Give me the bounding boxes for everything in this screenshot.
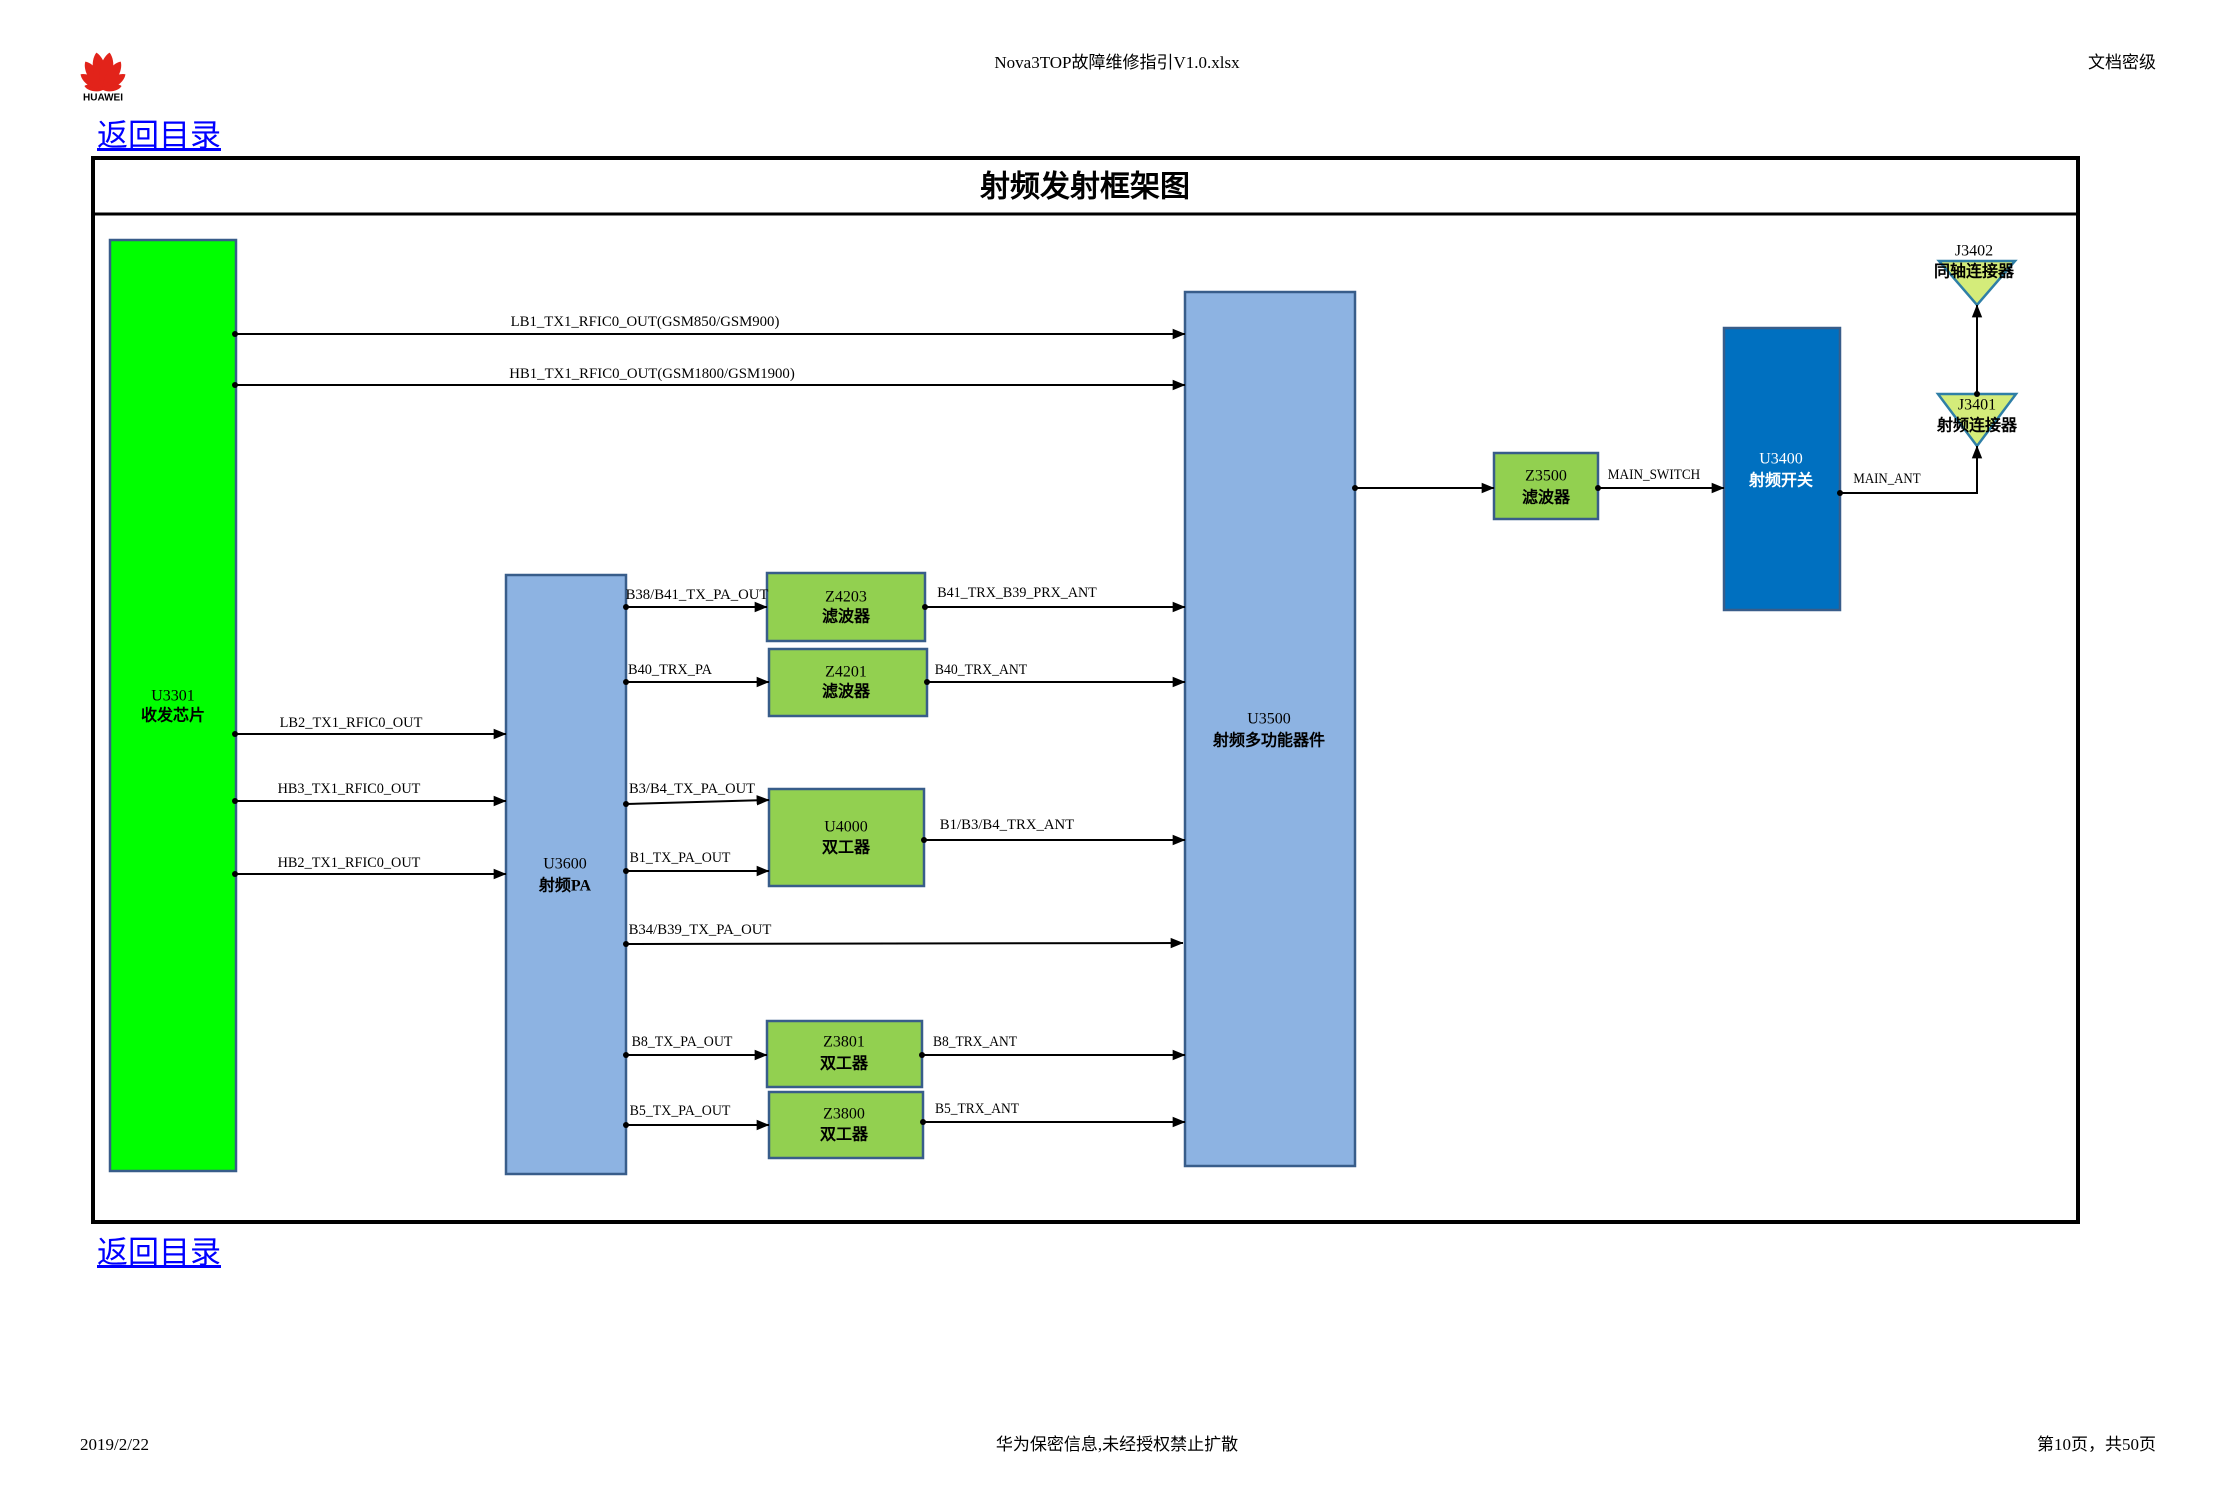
block-z4201: Z4201 滤波器 [767, 647, 929, 718]
rf-connector-triangle [1935, 392, 2019, 449]
block-z3500: Z3500 滤波器 [1492, 451, 1600, 521]
signal-label-hb1: HB1_TX1_RFIC0_OUT(GSM1800/GSM1900) [509, 366, 795, 382]
block-ref: J3401 [1958, 397, 1996, 414]
signal-label-b5-ant: B5_TRX_ANT [935, 1101, 1019, 1117]
block-ref: Z3800 [823, 1106, 865, 1123]
signal-label-hb2: HB2_TX1_RFIC0_OUT [278, 855, 421, 871]
signal-label-b40-pa: B40_TRX_PA [628, 662, 712, 678]
block-u3600: U3600 射频PA [504, 573, 628, 1176]
signal-label-main-ant: MAIN_ANT [1853, 471, 1920, 487]
duplexer-box [767, 1090, 925, 1160]
block-name: 射频开关 [1748, 471, 1813, 490]
back-to-toc-link-bottom[interactable]: 返回目录 [97, 1235, 221, 1270]
block-ref: Z3500 [1525, 468, 1567, 485]
wire-b34-b39-pa [623, 937, 1184, 949]
coax-connector-triangle [1936, 259, 2018, 307]
block-u3400: U3400 射频开关 [1722, 326, 1842, 612]
block-name: 双工器 [820, 1055, 869, 1073]
footer-page-number: 第10页，共50页 [2037, 1435, 2156, 1454]
signal-label-lb1: LB1_TX1_RFIC0_OUT(GSM850/GSM900) [511, 314, 780, 330]
footer-date: 2019/2/22 [80, 1435, 149, 1454]
signal-label-b5-pa: B5_TX_PA_OUT [630, 1103, 731, 1119]
signal-label-b40-ant: B40_TRX_ANT [935, 662, 1027, 678]
header-file-name: Nova3TOP故障维修指引V1.0.xlsx [994, 53, 1240, 72]
logo-petal [103, 74, 126, 91]
block-name: 双工器 [822, 839, 871, 857]
block-ref: Z3801 [823, 1034, 865, 1051]
block-name: 双工器 [820, 1126, 869, 1144]
logo-petal [102, 61, 122, 90]
huawei-logo [80, 52, 126, 92]
filter-box [767, 647, 929, 718]
wire-main-ant [1837, 445, 1983, 496]
block-name: 滤波器 [822, 682, 871, 701]
block-name: 滤波器 [822, 607, 871, 626]
rf-module-box [1183, 290, 1357, 1168]
block-u4000: U4000 双工器 [767, 787, 926, 888]
block-z3801: Z3801 双工器 [765, 1019, 924, 1089]
diagram-title: 射频发射框架图 [980, 171, 1190, 204]
filter-box [765, 571, 927, 643]
transceiver-box [108, 238, 238, 1173]
wire-b3-b4-pa [623, 795, 770, 807]
header-classification: 文档密级 [2088, 53, 2156, 72]
signal-label-b3-b4-pa: B3/B4_TX_PA_OUT [629, 781, 755, 797]
signal-label-main-switch: MAIN_SWITCH [1608, 467, 1701, 483]
block-ref: Z4203 [825, 589, 867, 606]
logo-petal [92, 52, 107, 90]
block-name: 射频PA [538, 876, 592, 895]
signal-label-b41-ant: B41_TRX_B39_PRX_ANT [937, 585, 1097, 601]
block-name: 同轴连接器 [1934, 262, 2015, 281]
block-ref: U3600 [543, 856, 587, 873]
block-ref: U3500 [1247, 711, 1291, 728]
logo-petal [84, 61, 104, 90]
signal-label-b1-b3-b4-ant: B1/B3/B4_TRX_ANT [940, 817, 1074, 833]
signal-label-b34-b39-pa: B34/B39_TX_PA_OUT [629, 922, 772, 938]
filter-box [1492, 451, 1600, 521]
signal-label-b1-pa: B1_TX_PA_OUT [630, 850, 731, 866]
pa-box [504, 573, 628, 1176]
block-ref: U3301 [151, 688, 195, 705]
block-ref: U3400 [1759, 451, 1803, 468]
block-u3301: U3301 收发芯片 [108, 238, 238, 1173]
logo-petal [99, 52, 114, 90]
connector-j3401: J3401 射频连接器 [1935, 392, 2019, 449]
block-z3800: Z3800 双工器 [767, 1090, 925, 1160]
duplexer-box [767, 787, 926, 888]
signal-label-b38-b41-pa: B38/B41_TX_PA_OUT [626, 587, 769, 603]
signal-label-lb2: LB2_TX1_RFIC0_OUT [280, 715, 423, 731]
block-ref: U4000 [824, 819, 868, 836]
block-ref: J3402 [1955, 243, 1993, 260]
block-name: 射频多功能器件 [1212, 731, 1325, 750]
logo-wordmark: HUAWEI [83, 93, 123, 104]
logo-petal [103, 84, 122, 92]
block-name: 收发芯片 [141, 706, 205, 725]
duplexer-box [765, 1019, 924, 1089]
block-u3500: U3500 射频多功能器件 [1183, 290, 1357, 1168]
signal-label-b8-ant: B8_TRX_ANT [933, 1034, 1017, 1050]
footer-confidentiality: 华为保密信息,未经授权禁止扩散 [995, 1435, 1239, 1454]
diagram-frame [91, 156, 2080, 1224]
block-ref: Z4201 [825, 664, 867, 681]
signal-label-b8-pa: B8_TX_PA_OUT [632, 1034, 733, 1050]
block-z4203: Z4203 滤波器 [765, 571, 927, 643]
logo-petal [80, 74, 103, 91]
signal-label-hb3: HB3_TX1_RFIC0_OUT [278, 781, 421, 797]
back-to-toc-link-top[interactable]: 返回目录 [97, 118, 221, 153]
connector-j3402: J3402 同轴连接器 [1934, 243, 2018, 307]
logo-petal [84, 84, 103, 92]
block-name: 射频连接器 [1936, 416, 2018, 435]
block-name: 滤波器 [1522, 488, 1571, 507]
rf-switch-box [1722, 326, 1842, 612]
